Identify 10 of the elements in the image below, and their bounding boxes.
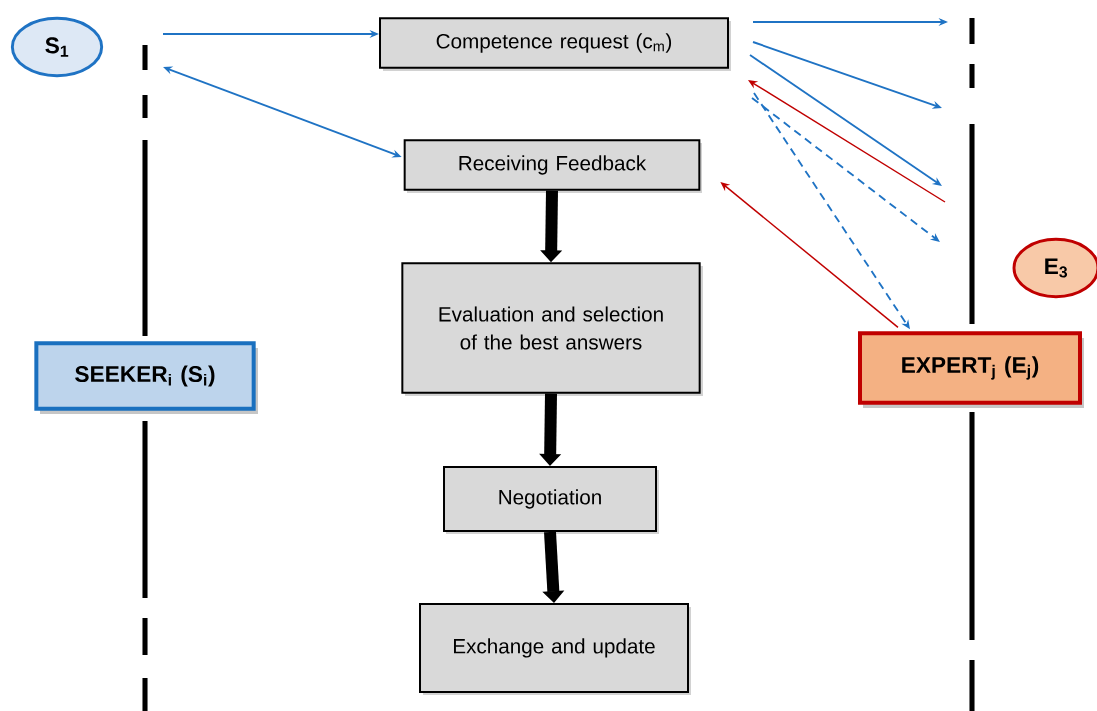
process-box: Exchange and update	[419, 603, 691, 695]
process-box: Negotiation	[443, 466, 659, 534]
role-box: SEEKER$_{i}$ (S$_{i}$)	[34, 341, 258, 414]
arrow	[749, 54, 942, 186]
process-box: Evaluation and selection of the best answers	[401, 262, 703, 396]
arrow	[751, 97, 940, 242]
arrow	[748, 80, 946, 203]
process-box: Receiving Feedback	[403, 139, 702, 193]
role-box: EXPERT$_{j}$ (E$_{j}$)	[858, 331, 1084, 408]
process-box: Competence request (c$_{m}$)	[379, 17, 731, 71]
